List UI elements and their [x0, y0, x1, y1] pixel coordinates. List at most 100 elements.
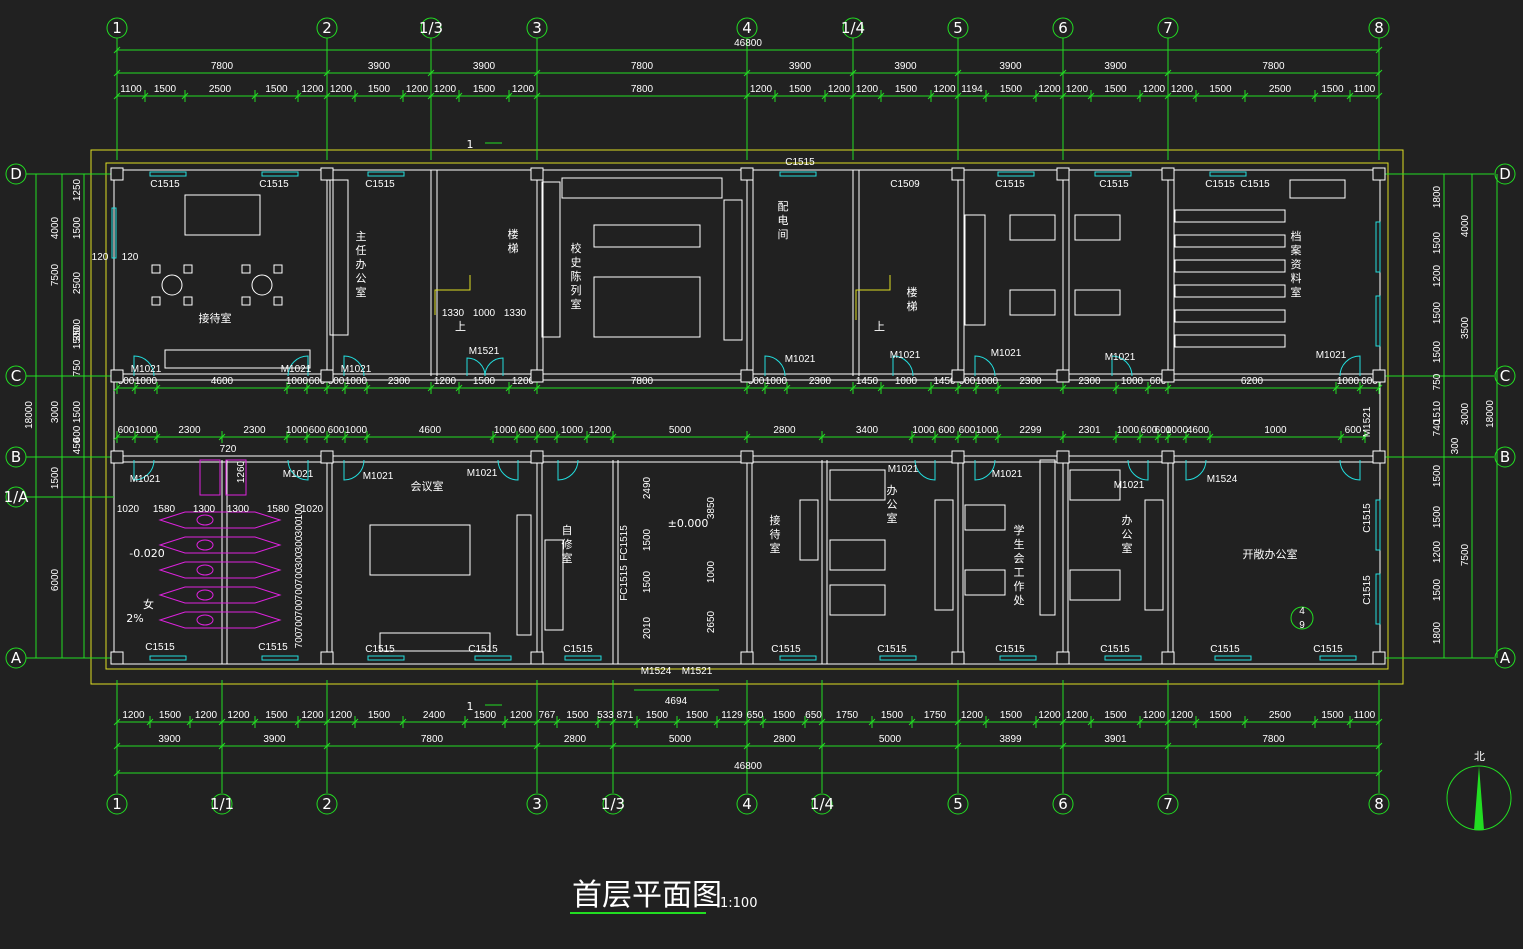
dim-bays-bottom-label-4: 5000	[669, 734, 692, 745]
door-upper-7	[1339, 355, 1361, 377]
door-upper-0	[133, 355, 155, 377]
axis-bubble-right-4	[1494, 647, 1516, 669]
dim-corridor-upper-label-4: 600	[309, 376, 326, 387]
axis-bubble-bottom-2	[316, 793, 338, 815]
dim-bays-top-label-5: 3900	[894, 61, 917, 72]
axis-label-bottom-10: 8	[1374, 795, 1384, 813]
dim-details-top-label-11: 7800	[631, 84, 654, 95]
room-reception2-2: 室	[770, 541, 781, 555]
dim-right-label-10: 1510	[1432, 400, 1443, 423]
dim-left-label-13: 600	[72, 425, 83, 442]
label-window-7: C1515	[1205, 179, 1235, 190]
label-door-2: M1021	[341, 364, 372, 375]
column-0-5	[1056, 167, 1070, 181]
axis-label-top-5: 1/4	[841, 19, 865, 37]
room-reception2-1: 待	[770, 527, 781, 541]
dim-details-bottom-label-19: 1500	[773, 710, 796, 721]
column-0-0	[110, 167, 124, 181]
label-toilet-right-6: 300	[294, 535, 305, 552]
column-1-1	[320, 369, 334, 383]
dim-corridor-upper-label-2: 4600	[211, 376, 234, 387]
label-window-v2: C1515	[1362, 575, 1373, 605]
dim-left-label-6: 1500	[72, 326, 83, 349]
dim-corridor-upper-label-7: 2300	[388, 376, 411, 387]
door-lower-9	[1339, 459, 1361, 481]
dim-left-label-10: 1500	[72, 400, 83, 423]
dim-details-bottom-label-6: 1200	[330, 710, 353, 721]
dim-details-top-label-10: 1200	[512, 84, 535, 95]
label-door-15: M1021	[1114, 480, 1145, 491]
dim-details-bottom-label-31: 1500	[1209, 710, 1232, 721]
window-bottom-2	[367, 655, 405, 661]
shelf-union	[1039, 459, 1056, 616]
label-up-1: 上	[455, 320, 466, 333]
room-history-0: 校	[571, 241, 582, 255]
room-power-0: 配	[778, 200, 789, 213]
dim-left-label-1: 1500	[72, 216, 83, 239]
chairs-selfstudy	[516, 514, 532, 636]
dim-corridor-lower-label-26: 1000	[1166, 425, 1189, 436]
label-toilet-right-4: 700	[294, 567, 305, 584]
dim-corridor-lower-label-24: 600	[1141, 425, 1158, 436]
room-office-2: 室	[887, 511, 898, 525]
door-lower-5	[914, 459, 936, 481]
dim-details-bottom-label-1: 1500	[159, 710, 182, 721]
label-toilet-dim-4: 1300	[193, 504, 216, 515]
axis-label-top-8: 7	[1163, 19, 1173, 37]
room-office-0: 办	[887, 484, 898, 497]
dim-corridor-lower-label-5: 600	[309, 425, 326, 436]
column-0-4	[951, 167, 965, 181]
room-principal-2: 办	[356, 258, 367, 271]
shelf-office-1	[964, 214, 986, 326]
door-lower-1	[287, 459, 309, 481]
label-window-9: C1515	[258, 642, 288, 653]
room-union-1: 生	[1014, 537, 1025, 551]
dim-corridor-lower-label-20: 1000	[976, 425, 999, 436]
column-1-5	[1056, 369, 1070, 383]
inner-wall-boundary	[105, 162, 1389, 670]
label-stair-low2-1: 1000	[706, 560, 717, 583]
dim-right-label-16: 1200	[1432, 540, 1443, 563]
axis-bubble-top-2	[420, 17, 442, 39]
label-toilet-right-3: 700	[294, 583, 305, 600]
dim-corridor-upper-label-16: 1000	[895, 376, 918, 387]
label-fc1: FC1515	[619, 525, 630, 561]
dim-bays-bottom-label-5: 2800	[773, 734, 796, 745]
desk-low-2	[829, 539, 886, 571]
column-3-5	[1056, 651, 1070, 665]
label-stair-low-0: 2490	[642, 476, 653, 499]
window-left-0	[111, 207, 117, 259]
dim-details-top-label-15: 1200	[856, 84, 879, 95]
room-history-1: 史	[571, 256, 582, 269]
door-lower-7	[1127, 459, 1149, 481]
toilet-fixture-1	[196, 539, 214, 551]
room-union-3: 工	[1014, 566, 1025, 579]
desk-low-1	[829, 469, 886, 501]
shelf-low-1	[799, 499, 819, 561]
desk-selfstudy	[544, 539, 564, 631]
label-door-right: M1521	[1362, 406, 1373, 437]
dim-details-bottom-label-33: 1500	[1321, 710, 1344, 721]
label-dim120-a: 120	[92, 252, 109, 263]
dim-overall-bottom-label-0: 46800	[734, 761, 762, 772]
door-lower-3	[497, 459, 519, 481]
dim-left-label-9: 3000	[50, 400, 61, 423]
room-power-1: 电	[778, 214, 789, 227]
window-bottom-7	[999, 655, 1037, 661]
axis-label-left-2: B	[11, 448, 21, 466]
axis-bubble-bottom-6	[811, 793, 833, 815]
dim-details-bottom-label-27: 1200	[1066, 710, 1089, 721]
desk-low-3	[829, 584, 886, 616]
chair-1-3	[273, 296, 283, 306]
label-stair-dim-0: 1330	[442, 308, 465, 319]
dim-corridor-upper-label-13: 1000	[765, 376, 788, 387]
toilet-fixture-4	[196, 614, 214, 626]
label-door-3: M1521	[469, 346, 500, 357]
dim-details-bottom-label-26: 1200	[1038, 710, 1061, 721]
dim-details-bottom-label-20: 650	[805, 710, 822, 721]
door-lower-0	[133, 459, 155, 481]
dim-details-bottom-label-13: 533	[597, 710, 614, 721]
dim-corridor-upper-label-14: 2300	[809, 376, 832, 387]
toilet-stall-1	[158, 536, 282, 554]
dim-right-label-14: 7500	[1460, 543, 1471, 566]
